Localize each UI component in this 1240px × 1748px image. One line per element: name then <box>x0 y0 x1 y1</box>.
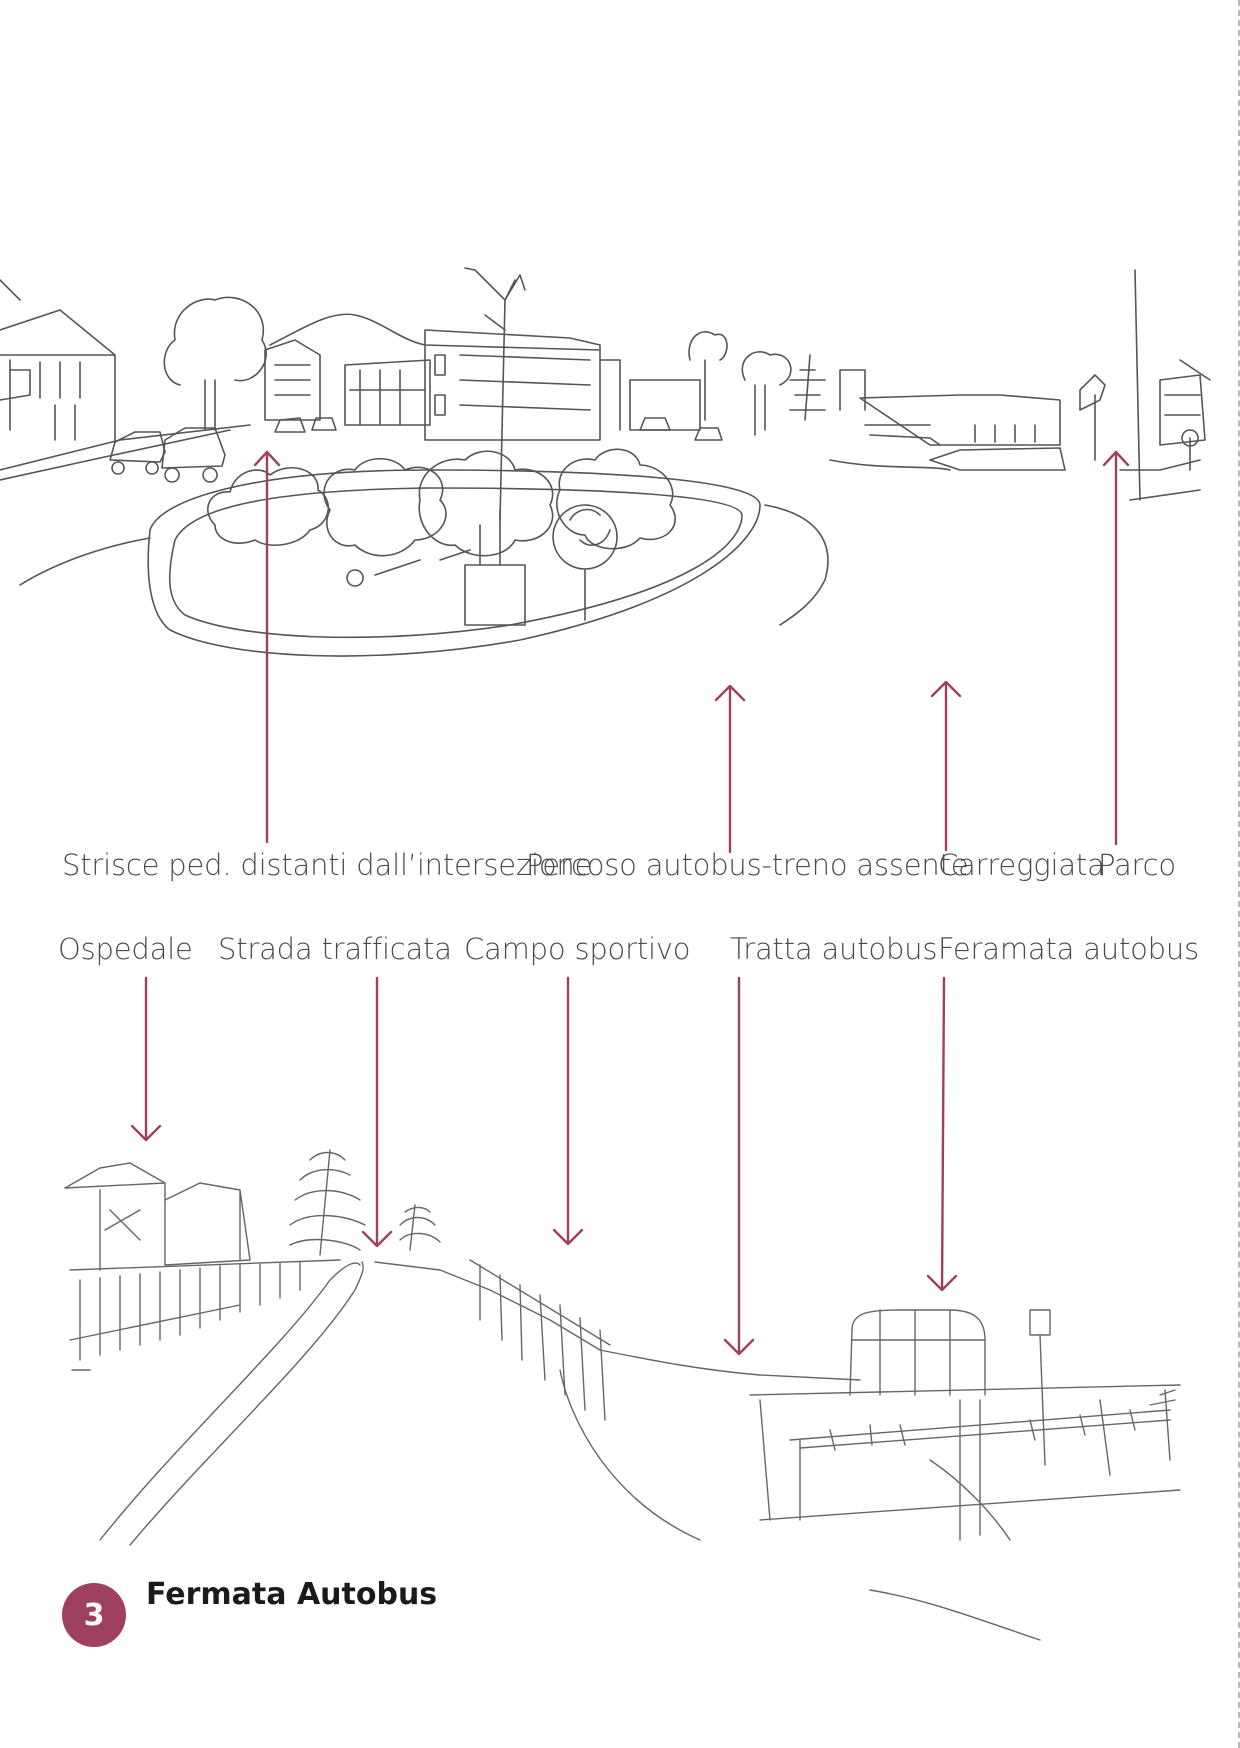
arrow-carreggiata <box>930 680 962 852</box>
arrow-percoso <box>714 684 746 854</box>
label-strisce: Strisce ped. distanti dall’intersezione <box>62 848 593 882</box>
label-feramata: Feramata autobus <box>938 932 1199 966</box>
arrow-parco <box>1102 450 1130 846</box>
arrow-feramata <box>926 976 958 1292</box>
roundabout-sketch <box>0 267 1211 657</box>
arrow-tratta <box>723 976 755 1356</box>
section-title: Fermata Autobus <box>146 1577 438 1612</box>
arrow-strada <box>361 976 393 1248</box>
label-strada: Strada trafficata <box>218 932 452 966</box>
label-carreggiata: Carreggiata <box>938 848 1105 882</box>
label-percoso: Percoso autobus-treno assente <box>526 848 969 882</box>
label-parco: Parco <box>1098 848 1176 882</box>
label-tratta: Tratta autobus <box>730 932 938 966</box>
label-ospedale: Ospedale <box>58 932 193 966</box>
label-campo: Campo sportivo <box>464 932 691 966</box>
arrow-campo <box>552 976 584 1246</box>
arrow-strisce <box>253 450 281 844</box>
arrow-ospedale <box>130 976 162 1142</box>
page-number-badge: 3 <box>62 1583 126 1647</box>
page-edge-dashed <box>1238 0 1240 1748</box>
